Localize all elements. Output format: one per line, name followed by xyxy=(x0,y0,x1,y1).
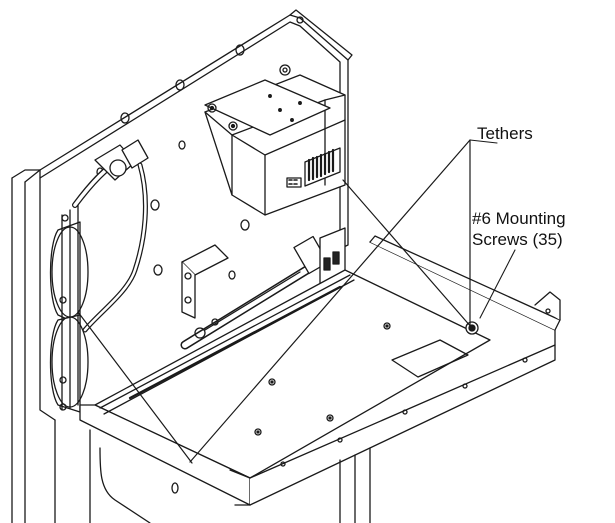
lower-cabinet xyxy=(54,419,371,523)
tethers-label: Tethers xyxy=(477,124,533,143)
tethers xyxy=(77,139,473,464)
callout-leaders xyxy=(469,139,516,319)
mounting-screws-label-line1: #6 Mounting xyxy=(472,209,566,228)
tray xyxy=(79,235,561,506)
mounting-screws-label: #6 Mounting Screws (35) xyxy=(472,208,566,250)
mounting-screws-label-line2: Screws (35) xyxy=(472,230,563,249)
control-box xyxy=(204,74,346,216)
wall-bracket xyxy=(181,244,229,319)
pump-assembly xyxy=(49,139,149,413)
tube-assembly xyxy=(180,227,346,350)
